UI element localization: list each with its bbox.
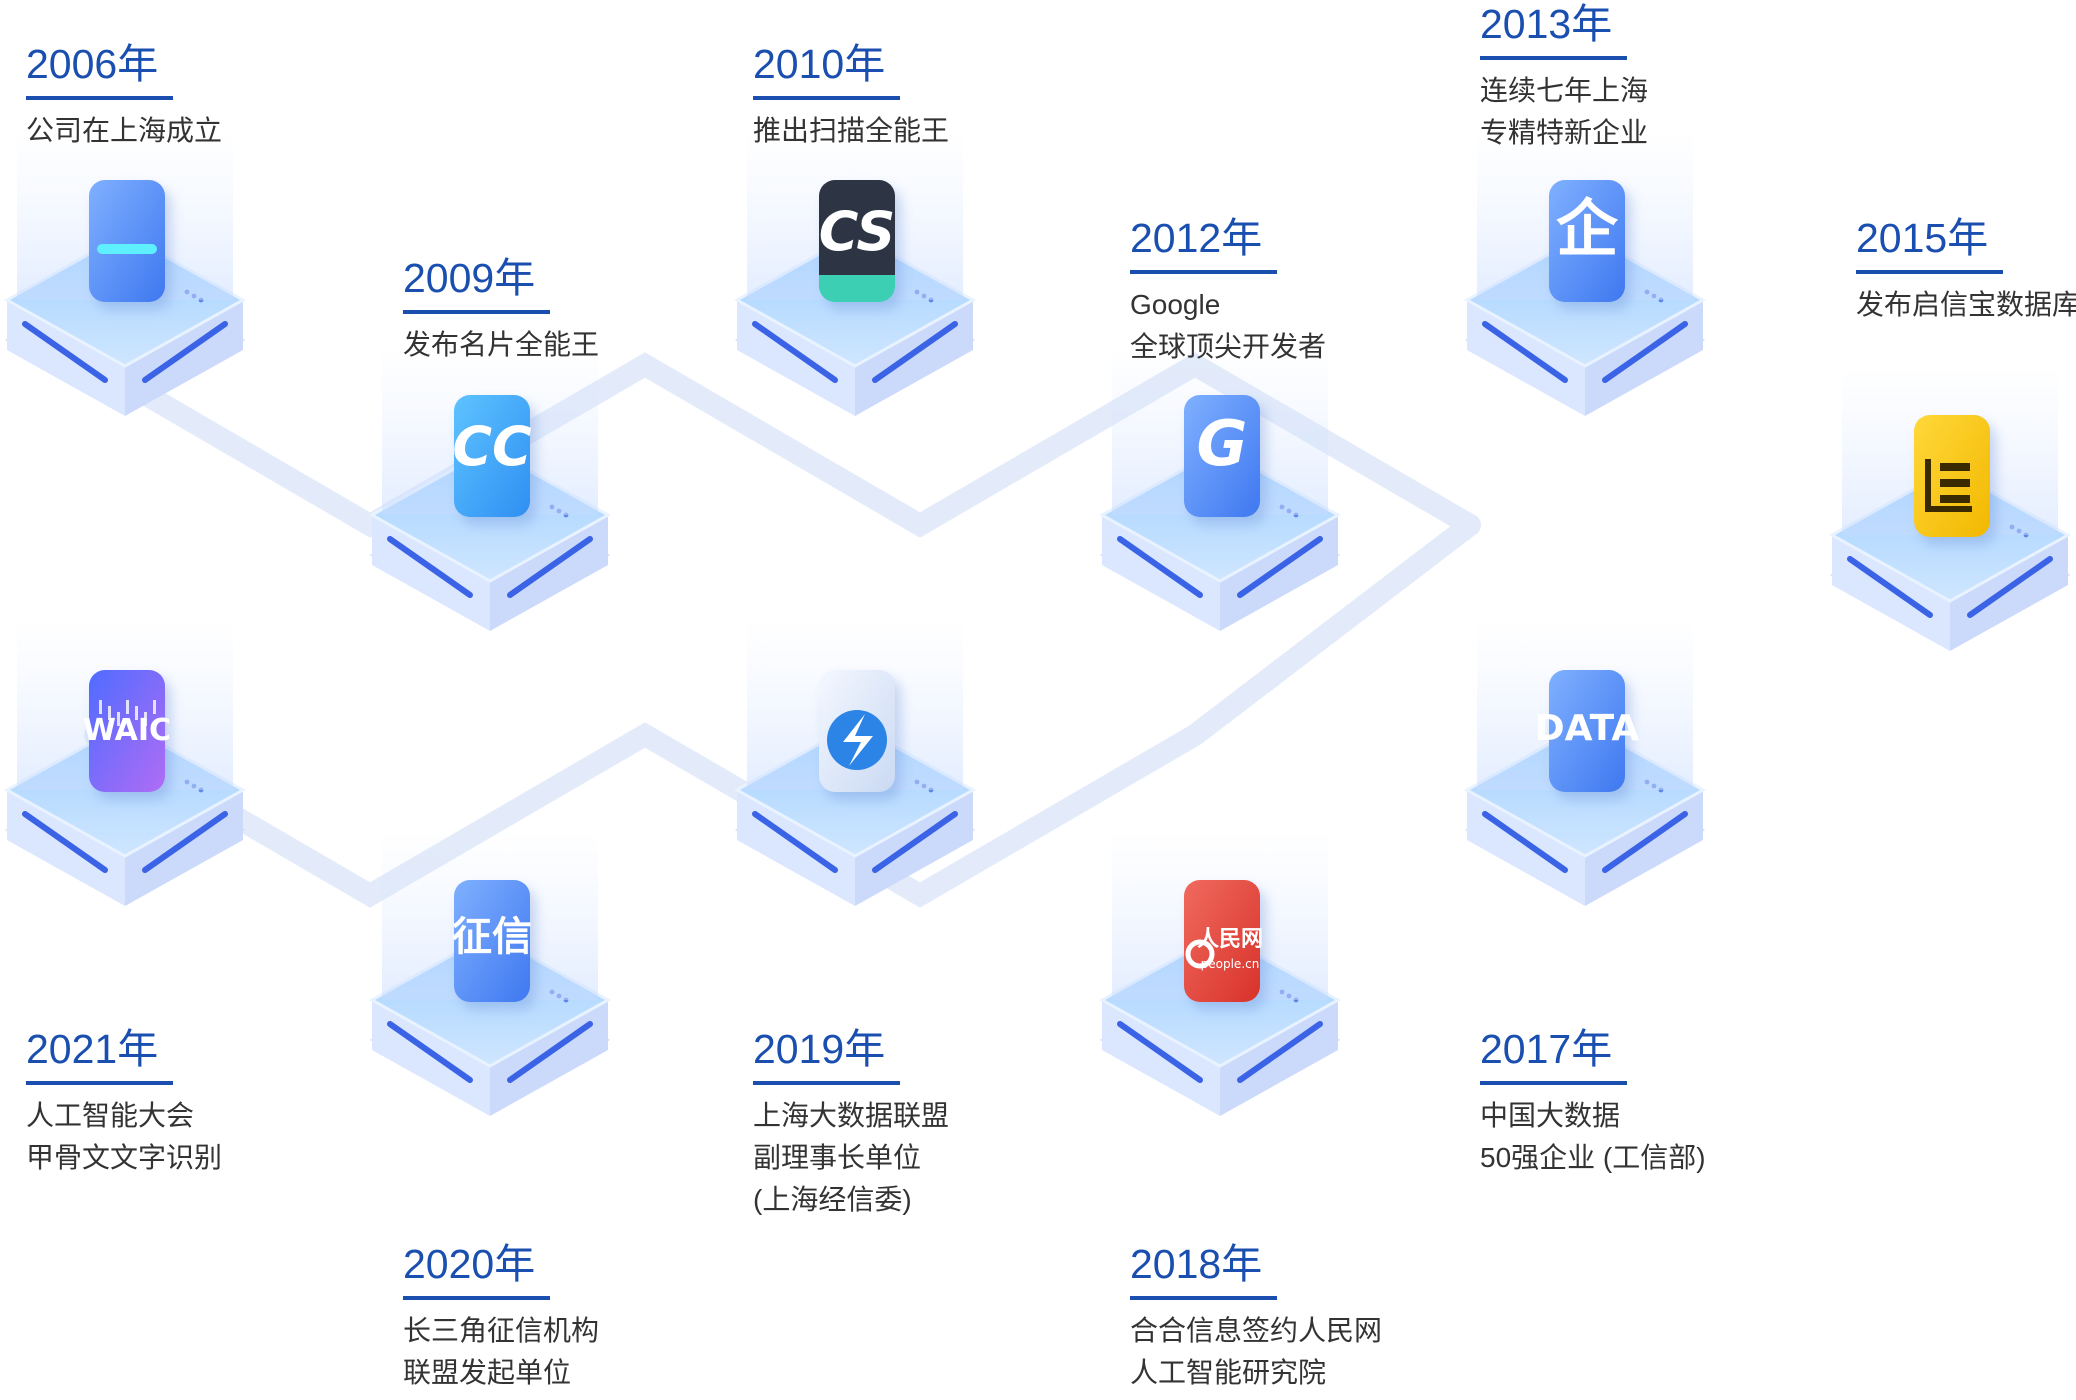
qi-enterprise-icon: 企 [1549,180,1631,310]
svg-text:CS: CS [819,200,896,263]
event-description-line: 50强企业 (工信部) [1480,1142,1706,1173]
server-node: DATA [1463,620,1707,906]
year-underline [403,1296,550,1300]
event-description-line: 发布启信宝数据库 [1856,289,2076,320]
google-g-icon: G [1184,395,1266,525]
event-year: 2009年 [403,255,536,301]
event-description: 长三角征信机构 联盟发起单位 [403,1310,599,1394]
event-2020: 2020年 长三角征信机构 联盟发起单位 [403,1240,599,1394]
event-description-line: 人工智能研究院 [1130,1357,1327,1388]
event-2018: 2018年 合合信息签约人民网 人工智能研究院 [1130,1240,1382,1394]
people-cn-logo-icon: 人民网 people.cn [1184,880,1266,1010]
event-2015: 2015年 发布启信宝数据库 [1856,214,2076,326]
zhengxin-icon: 征信 [452,880,536,1010]
server-node: 企 [1463,130,1707,416]
year-underline [26,1081,173,1085]
event-description-line: Google [1130,289,1221,320]
svg-text:DATA: DATA [1535,708,1640,749]
server-node [733,620,977,906]
year-underline [1856,270,2003,274]
event-description: 发布名片全能王 [403,324,599,366]
server-node: CC [368,345,612,631]
event-year: 2015年 [1856,215,1989,261]
cc-app-icon: CC [452,395,536,525]
event-description-line: 长三角征信机构 [403,1315,600,1346]
event-description: 公司在上海成立 [26,110,222,152]
event-description-line: 副理事长单位 [753,1142,922,1173]
svg-text:G: G [1197,407,1248,480]
event-description-line: 人工智能大会 [26,1100,195,1131]
event-description-line: 公司在上海成立 [26,115,223,146]
event-description: 人工智能大会 甲骨文文字识别 [26,1095,222,1179]
year-underline [1480,1081,1627,1085]
event-year: 2017年 [1480,1026,1613,1072]
event-year: 2021年 [26,1026,159,1072]
event-2010: 2010年 推出扫描全能王 [753,40,949,152]
data-icon: DATA [1535,670,1640,800]
event-year: 2019年 [753,1026,886,1072]
event-description-line: 发布名片全能王 [403,329,600,360]
event-year: 2006年 [26,41,159,87]
server-node: G [1098,345,1342,631]
svg-text:CC: CC [452,415,532,478]
event-2013: 2013年 连续七年上海 专精特新企业 [1480,0,1648,154]
svg-text:人民网: 人民网 [1197,927,1263,952]
event-description: 上海大数据联盟 副理事长单位 (上海经信委) [753,1095,949,1221]
event-description-line: (上海经信委) [753,1184,912,1215]
year-underline [1480,56,1627,60]
waic-logo-icon: WAIC [83,670,171,800]
server-node: 人民网 people.cn [1098,830,1342,1116]
event-description: Google 全球顶尖开发者 [1130,284,1326,368]
year-underline [753,96,900,100]
event-2017: 2017年 中国大数据 50强企业 (工信部) [1480,1025,1706,1179]
event-description: 中国大数据 50强企业 (工信部) [1480,1095,1706,1179]
event-description-line: 合合信息签约人民网 [1130,1315,1383,1346]
server-node [1828,365,2072,651]
event-year: 2012年 [1130,215,1263,261]
event-description-line: 专精特新企业 [1480,117,1649,148]
scanner-bar-icon [89,180,171,310]
event-description: 连续七年上海 专精特新企业 [1480,70,1648,154]
event-description-line: 全球顶尖开发者 [1130,331,1327,362]
event-description-line: 联盟发起单位 [403,1357,572,1388]
svg-text:people.cn: people.cn [1201,957,1260,971]
event-description: 发布启信宝数据库 [1856,284,2076,326]
year-underline [1130,270,1277,274]
event-2012: 2012年 Google 全球顶尖开发者 [1130,214,1326,368]
cs-app-icon: CS [819,180,901,310]
event-year: 2010年 [753,41,886,87]
svg-text:征信: 征信 [452,914,532,960]
year-underline [403,310,550,314]
server-node: 征信 [368,830,612,1116]
event-year: 2013年 [1480,1,1613,47]
event-2021: 2021年 人工智能大会 甲骨文文字识别 [26,1025,222,1179]
server-node: WAIC [3,620,247,906]
server-node [3,130,247,416]
server-nodes: CC CS G 企 DATA 人民网 people.cn 征信 WAIC [3,130,2072,1116]
year-underline [1130,1296,1277,1300]
event-description: 推出扫描全能王 [753,110,949,152]
event-2006: 2006年 公司在上海成立 [26,40,222,152]
s-lightning-logo-icon [819,670,901,800]
svg-text:WAIC: WAIC [83,713,171,748]
event-description-line: 甲骨文文字识别 [26,1142,223,1173]
year-underline [753,1081,900,1085]
event-description: 合合信息签约人民网 人工智能研究院 [1130,1310,1382,1394]
event-2019: 2019年 上海大数据联盟 副理事长单位 (上海经信委) [753,1025,949,1221]
event-2009: 2009年 发布名片全能王 [403,254,599,366]
event-year: 2018年 [1130,1241,1263,1287]
event-year: 2020年 [403,1241,536,1287]
event-description-line: 连续七年上海 [1480,75,1649,106]
qixinbao-logo-icon [1914,415,1996,545]
svg-text:企: 企 [1556,192,1619,265]
server-node: CS [733,130,977,416]
year-underline [26,96,173,100]
event-description-line: 推出扫描全能王 [753,115,950,146]
event-description-line: 中国大数据 [1480,1100,1621,1131]
event-description-line: 上海大数据联盟 [753,1100,950,1131]
